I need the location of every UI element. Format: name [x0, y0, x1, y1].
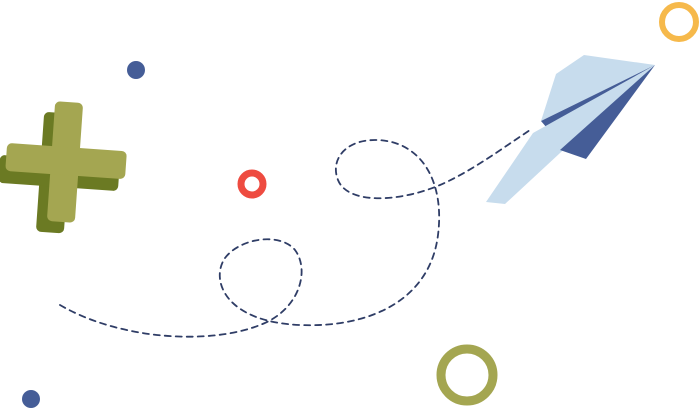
plane-keel: [560, 65, 655, 159]
plus-icon: [0, 101, 127, 234]
flight-trail: [59, 129, 531, 338]
dot-icon: [22, 390, 40, 408]
plane-fold-dark: [541, 65, 655, 128]
plane-top-wing: [541, 55, 655, 121]
ring-icon: [237, 169, 267, 199]
plane-lower-wing: [486, 65, 655, 204]
paper-plane-icon: [486, 55, 655, 204]
dot-icon: [127, 61, 145, 79]
ring-icon: [436, 344, 498, 406]
plus-front: [5, 101, 127, 223]
ring-icon: [659, 2, 699, 42]
